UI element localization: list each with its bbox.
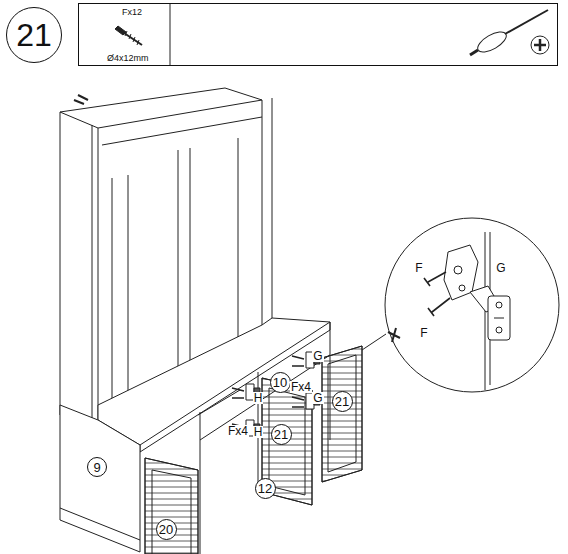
hinge-detail	[444, 232, 510, 390]
part-letter: G	[312, 350, 323, 362]
detail-screws	[424, 272, 450, 316]
callout-number: 21	[332, 391, 353, 412]
fastener-spec: Ø4x12mm	[107, 54, 149, 63]
part-letter: Fx4	[290, 381, 312, 393]
side-cabinet	[60, 405, 140, 552]
step-number: 21	[6, 7, 62, 63]
plinth-line	[60, 508, 140, 540]
part-letter: Fx4	[227, 425, 249, 437]
hinge-screws	[232, 356, 304, 434]
fastener-header: Fx12Ø4x12mm	[78, 3, 558, 66]
leader-line	[362, 334, 386, 350]
callout-text: 20	[159, 523, 173, 536]
callout-text: 10	[273, 376, 287, 389]
screwdriver-icon	[470, 10, 549, 56]
part-letter: G	[495, 262, 506, 274]
callout-text: 9	[93, 461, 100, 474]
header-divider	[170, 3, 171, 66]
callout-text: 21	[335, 395, 349, 408]
louvre-door	[322, 346, 362, 482]
part-letter: F	[414, 262, 423, 274]
cabinet-post	[200, 412, 201, 554]
screw-icon	[115, 26, 142, 45]
fastener-spec: Fx12	[122, 8, 142, 17]
hinge-cup-tag	[388, 328, 400, 342]
callout-number: 10	[270, 372, 291, 393]
part-letter: H	[253, 426, 264, 438]
callout-number: 9	[87, 457, 107, 477]
part-letter: F	[419, 327, 428, 339]
detail-circle	[385, 218, 559, 392]
callout-text: 12	[258, 482, 272, 495]
callout-text: 21	[274, 428, 288, 441]
part-letter: G	[312, 392, 323, 404]
part-letter: H	[253, 392, 264, 404]
callout-number: 20	[156, 519, 177, 540]
callout-number: 21	[271, 424, 292, 445]
louvre-door	[145, 458, 198, 554]
callout-number: 12	[255, 478, 276, 499]
callout-text: 21	[16, 19, 52, 51]
